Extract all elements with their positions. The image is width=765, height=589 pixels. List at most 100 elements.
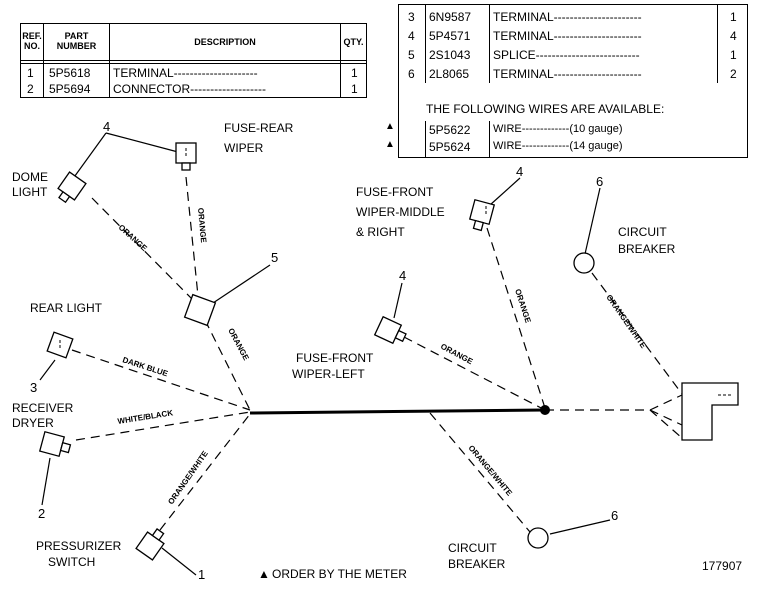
description: TERMINAL--------------------- xyxy=(113,66,258,80)
part-number: 5P5624 xyxy=(429,140,471,154)
fuse-rear-wiper-label: FUSE-REAR xyxy=(224,121,294,135)
receiver-dryer-label: RECEIVER xyxy=(12,401,74,415)
receiver-dryer-terminal xyxy=(38,430,72,458)
dome-light-label: DOME xyxy=(12,170,48,184)
part-number: 5P4571 xyxy=(429,29,471,43)
callout-number: 5 xyxy=(271,250,278,265)
splice-dot xyxy=(540,405,550,415)
dome-light-terminal xyxy=(57,171,87,204)
ref-no: 3 xyxy=(408,10,415,24)
qty: 1 xyxy=(730,10,737,24)
qty: 1 xyxy=(730,48,737,62)
meter-marker-icon: ▲ xyxy=(385,139,395,150)
parts-table-right: 3 6N9587 TERMINAL---------------------- … xyxy=(398,4,748,158)
circuit-breaker-bottom-terminal xyxy=(527,527,549,549)
header-part-number: PART NUMBER xyxy=(56,31,97,51)
dome-light-label: LIGHT xyxy=(12,185,48,199)
pressurizer-switch-terminal xyxy=(135,528,165,561)
fuse-front-wiper-middle-right-label: WIPER-MIDDLE xyxy=(356,205,445,219)
rear-light-wire xyxy=(71,349,251,411)
qty: 1 xyxy=(351,66,358,80)
callout-number: 6 xyxy=(611,508,618,523)
wire-label: ORANGE xyxy=(196,207,208,243)
connector-fan-wire xyxy=(649,409,683,439)
callout-leader xyxy=(584,187,601,255)
connector-fan-wire xyxy=(649,394,683,411)
header-ref-no: REF. NO. xyxy=(22,31,42,51)
wire-label: WHITE/BLACK xyxy=(117,408,174,426)
meter-marker-icon: ▲ xyxy=(385,121,395,132)
front-middle-wire xyxy=(486,227,546,409)
callout-leader xyxy=(549,519,611,535)
callout-leader xyxy=(209,264,271,306)
breaker-bottom-wire xyxy=(429,412,531,533)
ref-no: 1 xyxy=(27,66,34,80)
callout-leader xyxy=(71,132,107,181)
ref-no: 4 xyxy=(408,29,415,43)
callout-leader xyxy=(41,457,51,506)
header-qty: QTY. xyxy=(343,37,364,47)
description: TERMINAL---------------------- xyxy=(493,67,642,81)
callout-leader xyxy=(161,547,197,576)
part-number: 2S1043 xyxy=(429,48,471,62)
description: WIRE-------------(10 gauge) xyxy=(493,123,623,135)
dome-light-wire xyxy=(91,197,196,303)
ref-no: 6 xyxy=(408,67,415,81)
harness-connector xyxy=(681,382,739,441)
footer-note: ORDER BY THE METER xyxy=(272,567,407,581)
front-left-terminal xyxy=(373,315,407,345)
callout-number: 3 xyxy=(30,380,37,395)
connector-fan-wire xyxy=(649,409,683,426)
fuse-rear-wiper-label: WIPER xyxy=(224,141,264,155)
wire-label: ORANGE xyxy=(226,327,251,363)
wire-label: ORANGE/WHITE xyxy=(604,293,648,350)
fuse-rear-wire xyxy=(185,176,199,297)
meter-marker-icon: ▲ xyxy=(258,567,270,581)
front-left-wire xyxy=(403,336,546,411)
pressurizer-switch-label: SWITCH xyxy=(48,555,95,569)
fuse-front-wiper-left-label: WIPER-LEFT xyxy=(292,367,365,381)
callout-number: 4 xyxy=(399,268,406,283)
circuit-breaker-top-label: CIRCUIT xyxy=(618,225,667,239)
qty: 2 xyxy=(730,67,737,81)
callout-number: 1 xyxy=(198,567,205,582)
splice-terminal xyxy=(183,293,217,327)
fuse-front-wiper-left-label: FUSE-FRONT xyxy=(296,351,374,365)
fuse-rear-terminal xyxy=(175,142,197,171)
circuit-breaker-bottom-label: BREAKER xyxy=(448,557,506,571)
figure-number: 177907 xyxy=(702,559,742,573)
qty: 1 xyxy=(351,82,358,96)
wires-available-note: THE FOLLOWING WIRES ARE AVAILABLE: xyxy=(426,102,665,116)
wire-label: ORANGE xyxy=(117,223,150,254)
main-harness-trunk xyxy=(249,408,546,415)
qty: 4 xyxy=(730,29,737,43)
callout-number: 4 xyxy=(103,119,110,134)
circuit-breaker-top-label: BREAKER xyxy=(618,242,676,256)
splice-to-trunk-wire xyxy=(204,319,251,411)
part-number: 6N9587 xyxy=(429,10,472,24)
callout-number: 6 xyxy=(596,174,603,189)
header-description: DESCRIPTION xyxy=(194,37,256,47)
part-number: 5P5622 xyxy=(429,123,471,137)
part-number: 2L8065 xyxy=(429,67,470,81)
breaker-top-wire xyxy=(591,272,686,399)
parts-table-left: REF. NO. PART NUMBER DESCRIPTION QTY. 1 … xyxy=(20,23,367,98)
description: WIRE-------------(14 gauge) xyxy=(493,140,623,152)
receiver-dryer-label: DRYER xyxy=(12,416,54,430)
wire-label: ORANGE/WHITE xyxy=(466,444,514,499)
part-number: 5P5618 xyxy=(49,66,91,80)
fuse-front-wiper-middle-right-label: FUSE-FRONT xyxy=(356,185,434,199)
callout-leader xyxy=(489,177,521,206)
description: TERMINAL---------------------- xyxy=(493,10,642,24)
callout-leader xyxy=(39,359,56,381)
description: SPLICE-------------------------- xyxy=(493,48,640,62)
part-number: 5P5694 xyxy=(49,82,91,96)
ref-no: 2 xyxy=(27,82,34,96)
callout-leader xyxy=(393,282,403,319)
pressurizer-wire xyxy=(159,413,251,531)
rear-light-label: REAR LIGHT xyxy=(30,301,103,315)
circuit-breaker-bottom-label: CIRCUIT xyxy=(448,541,497,555)
wire-label: ORANGE/WHITE xyxy=(166,449,210,506)
ref-no: 5 xyxy=(408,48,415,62)
